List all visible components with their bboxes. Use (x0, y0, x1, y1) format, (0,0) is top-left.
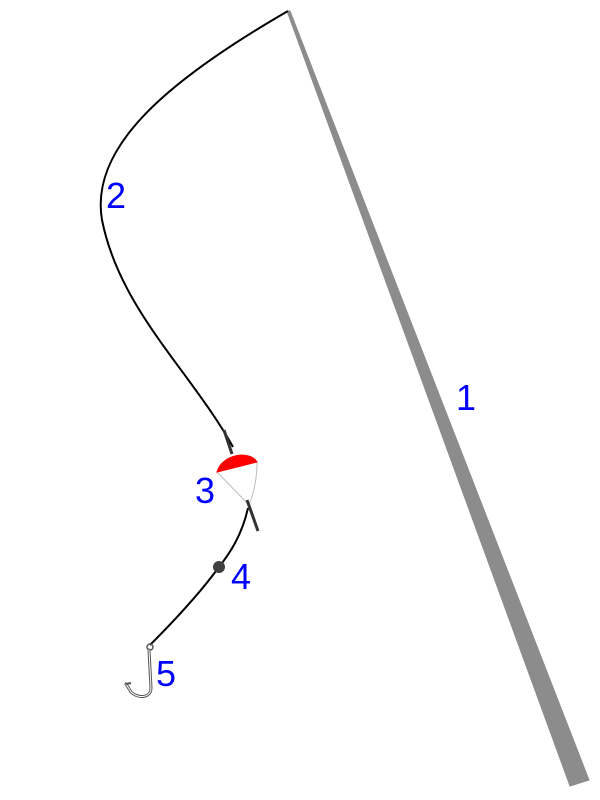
float-top-stem (222, 429, 234, 455)
fish-hook-icon (124, 643, 154, 698)
float-bottom-stem (245, 499, 260, 532)
label-rod: 1 (456, 377, 476, 418)
label-sinker: 4 (231, 556, 251, 597)
label-float: 3 (195, 470, 215, 511)
float (216, 429, 260, 532)
label-line: 2 (106, 175, 126, 216)
float-red-cap (216, 454, 258, 473)
label-hook: 5 (156, 653, 176, 694)
sinker (213, 561, 225, 573)
fishing-line (99, 10, 289, 448)
fishing-rod (286, 10, 590, 787)
